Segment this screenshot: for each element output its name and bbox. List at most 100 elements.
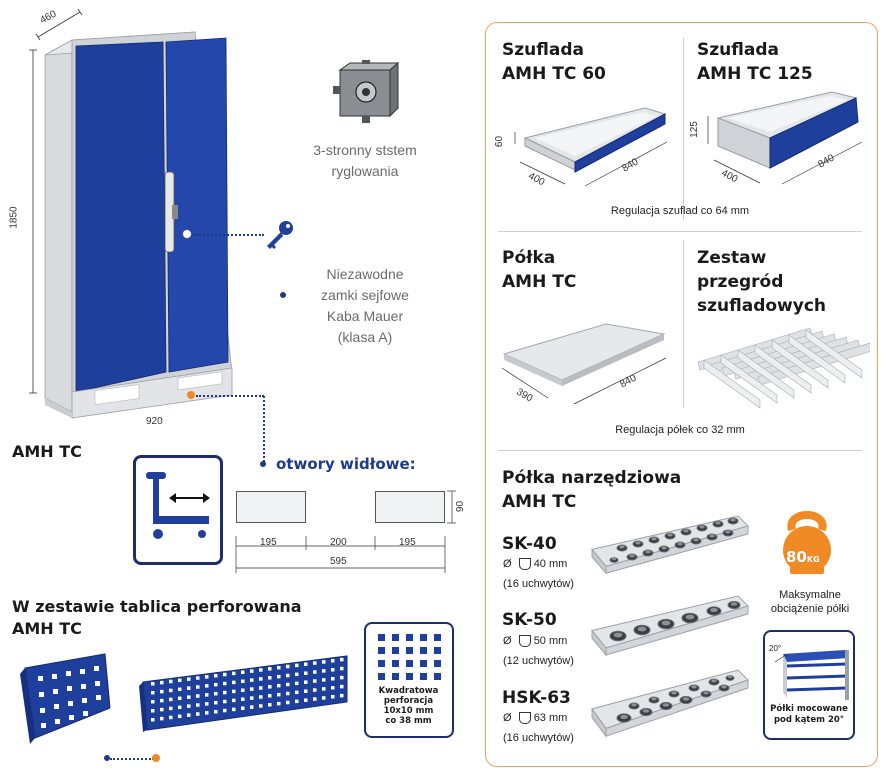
pegboard-leader [110, 758, 154, 760]
cup-icon [518, 558, 531, 571]
plinth-marker [187, 391, 195, 399]
divider-h-2 [498, 450, 862, 451]
dividers-title-line1: Zestaw [697, 248, 767, 268]
perforation-caption-line4: co 38 mm [385, 716, 432, 726]
diameter-symbol: Ø [503, 712, 512, 724]
dividers-title-line2: przegród [697, 272, 784, 292]
shelf-illustration [498, 318, 673, 418]
locks-caption-line2: zamki sejfowe [321, 287, 409, 303]
hsk63-size: 63 mm [533, 712, 568, 724]
pegboard-panel-illustration [135, 652, 355, 737]
angle-caption-line2: pod kątem 20° [773, 715, 845, 725]
drawer125-illustration [700, 88, 870, 198]
dividers-title-line3: szufladowych [697, 296, 827, 316]
forklift-dim-lines [230, 488, 470, 583]
kettlebell-icon [776, 508, 838, 581]
perforation-grid [374, 632, 446, 689]
locks-caption: Niezawodne zamki sejfowe Kaba Mauer (kla… [300, 264, 430, 348]
angle-label: 20° [769, 644, 782, 653]
perforation-info-box: Kwadratowa perforacja 10x10 mm co 38 mm [364, 622, 454, 738]
sk50-count: (12 uchwytów) [503, 655, 574, 667]
pegboard-marker [152, 754, 160, 762]
drawer60-h: 60 [494, 135, 506, 148]
sk40-count: (16 uchwytów) [503, 578, 574, 590]
locks-caption-line4: (klasa A) [337, 329, 393, 345]
hsk63-name: HSK-63 [502, 688, 571, 708]
sk50-size-row: Ø 50 mm [503, 635, 567, 648]
sk50-illustration [588, 592, 753, 669]
locks-caption-line1: Niezawodne [326, 266, 404, 282]
diameter-symbol: Ø [503, 635, 512, 647]
cabinet-illustration [0, 0, 250, 430]
cup-icon [518, 635, 531, 648]
sk40-size: 40 mm [533, 558, 568, 570]
load-caption-line2: obciążenie półki [770, 603, 850, 615]
drawer125-h: 125 [688, 121, 700, 138]
forklift-hole-left [236, 491, 306, 523]
forklift-height: 90 [455, 500, 467, 513]
tool-shelf-title-line1: Półka narzędziowa [502, 468, 682, 488]
divider-h-1 [498, 231, 862, 232]
locking-caption: 3-stronny ststem ryglowania [313, 142, 417, 179]
pallet-jack-icon [133, 455, 223, 565]
locks-caption-line3: Kaba Mauer [326, 308, 404, 324]
shelf-title: Półka AMH TC [502, 246, 576, 294]
forklift-seg2: 200 [330, 537, 347, 548]
pegboard-title-line2: AMH TC [12, 619, 82, 638]
forklift-leader-v [263, 396, 265, 462]
accessories-panel [485, 22, 878, 767]
drawer60-illustration [505, 100, 675, 200]
pegboard-title-line1: W zestawie tablica perforowana [12, 597, 302, 616]
sk40-name: SK-40 [502, 534, 557, 554]
diameter-symbol: Ø [503, 558, 512, 570]
divider-v-mid [683, 240, 684, 408]
cabinet-width-label: 920 [146, 416, 163, 427]
perforation-caption-line2: perforacja [383, 696, 434, 706]
drawer60-title: Szuflada AMH TC 60 [502, 38, 606, 86]
key-leader-line [192, 234, 264, 236]
tool-shelf-title: Półka narzędziowa AMH TC [502, 466, 681, 514]
cabinet-name: AMH TC [12, 442, 82, 461]
cup-icon [518, 712, 531, 725]
load-value: 80 [786, 548, 807, 566]
load-caption: Maksymalne obciążenie półki [760, 588, 860, 616]
perforation-caption-line1: Kwadratowa [378, 686, 439, 696]
perforation-caption: Kwadratowa perforacja 10x10 mm co 38 mm [366, 686, 451, 726]
shelf-title-line1: Półka [502, 248, 556, 268]
dividers-illustration [690, 322, 873, 417]
perforation-caption-line3: 10x10 mm [383, 706, 434, 716]
pegboard-title: W zestawie tablica perforowana AMH TC [12, 596, 302, 640]
drawer125-title-line2: AMH TC 125 [697, 64, 813, 84]
sk40-size-row: Ø 40 mm [503, 558, 568, 571]
angle-caption-line1: Półki mocowane [770, 704, 848, 714]
drawer125-title-line1: Szuflada [697, 40, 779, 60]
forklift-leader-h [196, 395, 264, 397]
pegboard-bullet [104, 755, 110, 761]
angle-caption: Półki mocowane pod kątem 20° [765, 704, 853, 726]
pegboard-corner-illustration [10, 648, 120, 757]
sk40-illustration [588, 512, 753, 589]
drawer60-title-line1: Szuflada [502, 40, 584, 60]
forklift-seg3: 195 [399, 537, 416, 548]
forklift-hole-right [375, 491, 445, 523]
forklift-seg1: 195 [260, 537, 277, 548]
shelf-title-line2: AMH TC [502, 272, 577, 292]
angle-info-box: 20° Półki mocowane pod kątem 20° [763, 630, 855, 740]
key-icon [262, 218, 296, 257]
hsk63-count: (16 uchwytów) [503, 732, 574, 744]
load-weight: 80KG [786, 547, 820, 566]
sk50-name: SK-50 [502, 610, 557, 630]
cabinet-height-label: 1850 [8, 206, 20, 229]
divider-v-top [683, 38, 684, 220]
drawer125-title: Szuflada AMH TC 125 [697, 38, 813, 86]
shelf-adjust-note: Regulacja półek co 32 mm [615, 424, 745, 436]
forklift-title: otwory widłowe: [276, 455, 416, 473]
drawer60-title-line2: AMH TC 60 [502, 64, 606, 84]
load-caption-line1: Maksymalne [779, 589, 841, 601]
forklift-bullet [260, 461, 266, 467]
drawer-adjust-note: Regulacja szuflad co 64 mm [610, 205, 750, 217]
bolt-lock-icon [330, 60, 402, 129]
hsk63-size-row: Ø 63 mm [503, 712, 568, 725]
dividers-title: Zestaw przegród szufladowych [697, 246, 826, 318]
forklift-total: 595 [330, 556, 347, 567]
